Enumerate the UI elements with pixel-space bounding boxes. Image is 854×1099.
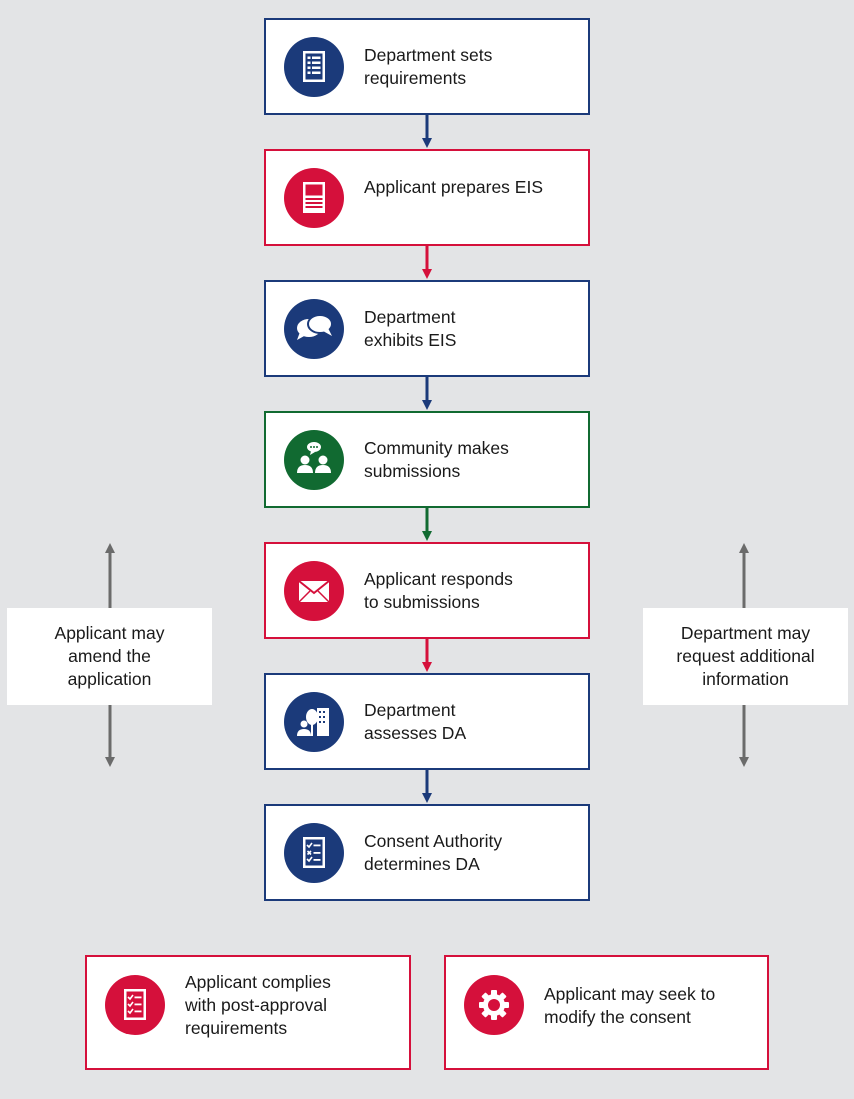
step-label: Department assesses DA — [364, 700, 467, 743]
post-applicant-complies: Applicant complies with post-approval re… — [85, 955, 411, 1070]
envelope-icon — [284, 561, 344, 621]
step-applicant-prepares-eis: Applicant prepares EIS — [264, 149, 590, 246]
step-label: Applicant responds to submissions — [364, 569, 513, 612]
step-department-exhibits-eis: Department exhibits EIS — [264, 280, 590, 377]
buildings-icon — [284, 692, 344, 752]
step-label: Community makes submissions — [364, 438, 509, 481]
checklist-icon — [105, 975, 165, 1035]
side-note-department-request: Department may request additional inform… — [643, 608, 848, 705]
post-label: Applicant may seek to modify the consent — [544, 984, 716, 1027]
step-label: Applicant prepares EIS — [364, 177, 543, 197]
gear-icon — [464, 975, 524, 1035]
step-department-sets-requirements: Department sets requirements — [264, 18, 590, 115]
side-note-applicant-amend: Applicant may amend the application — [7, 608, 212, 705]
step-consent-authority-determines-da: Consent Authority determines DA — [264, 804, 590, 901]
step-label: Consent Authority determines DA — [364, 831, 503, 874]
checklist-icon — [284, 823, 344, 883]
report-document-icon — [284, 168, 344, 228]
list-document-icon — [284, 37, 344, 97]
step-label: Department sets requirements — [364, 45, 493, 88]
step-label: Department exhibits EIS — [364, 307, 457, 350]
step-applicant-responds: Applicant responds to submissions — [264, 542, 590, 639]
post-applicant-modify-consent: Applicant may seek to modify the consent — [444, 955, 769, 1070]
step-community-makes-submissions: Community makes submissions — [264, 411, 590, 508]
community-icon — [284, 430, 344, 490]
step-department-assesses-da: Department assesses DA — [264, 673, 590, 770]
post-label: Applicant complies with post-approval re… — [185, 972, 331, 1038]
speech-bubbles-icon — [284, 299, 344, 359]
